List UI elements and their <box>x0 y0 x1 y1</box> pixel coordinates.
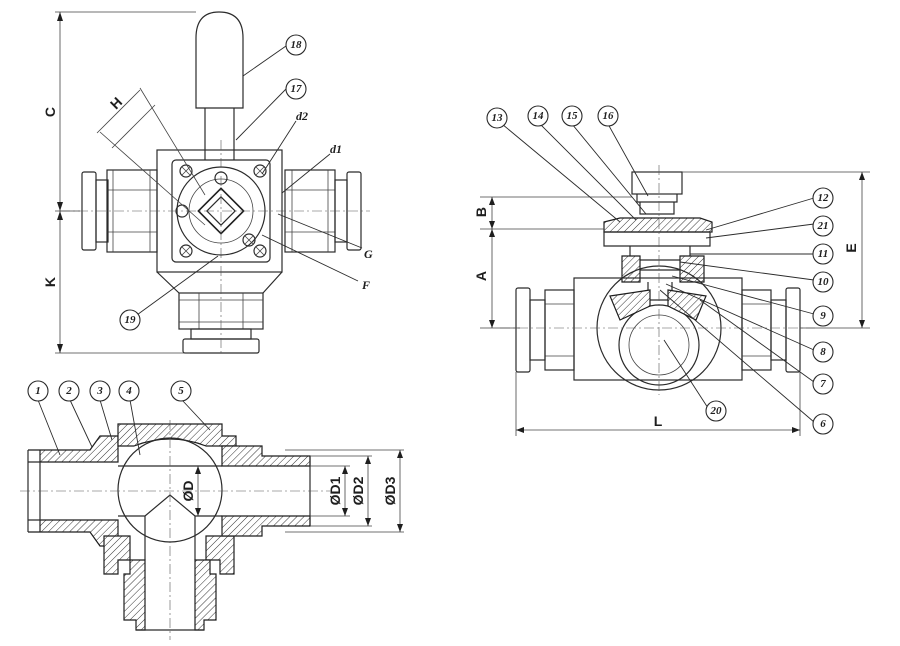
svg-text:18: 18 <box>291 39 303 51</box>
svg-text:21: 21 <box>817 220 829 232</box>
dim-D1-label: ØD1 <box>327 476 343 505</box>
callout-5: 5 <box>170 380 192 402</box>
svg-text:14: 14 <box>533 110 545 122</box>
svg-text:13: 13 <box>492 112 504 124</box>
ball <box>117 437 223 543</box>
dim-H-label: H <box>107 94 125 112</box>
callout-15: 15 <box>561 105 583 127</box>
dim-D-label: ØD <box>180 481 196 502</box>
seat-right <box>667 289 707 321</box>
body-top <box>117 423 237 447</box>
side-body <box>573 277 743 381</box>
left-wall-top <box>28 435 119 463</box>
callout-1: 1 <box>27 380 49 402</box>
label-d2: d2 <box>296 109 308 123</box>
callout-19: 19 <box>119 309 141 331</box>
label-G: G <box>364 247 373 261</box>
svg-text:6: 6 <box>820 418 826 430</box>
body-left-bottom <box>103 535 131 575</box>
callout-3: 3 <box>89 380 111 402</box>
callout-2: 2 <box>58 380 80 402</box>
callout-13: 13 <box>486 107 508 129</box>
top-view: C K H d2 d1 G F 18 17 19 <box>42 11 373 356</box>
seat-left <box>609 289 651 321</box>
callout-10: 10 <box>812 271 834 293</box>
svg-text:8: 8 <box>820 346 826 358</box>
stem-nut <box>636 194 678 215</box>
callout-9: 9 <box>812 305 834 327</box>
handle-grip <box>195 11 244 109</box>
side-right-clamp <box>785 287 801 373</box>
label-d1: d1 <box>330 142 342 156</box>
callout-11: 11 <box>812 243 834 265</box>
svg-text:1: 1 <box>35 385 41 397</box>
svg-text:7: 7 <box>820 378 826 390</box>
svg-text:19: 19 <box>125 314 137 326</box>
side-right-nut <box>741 289 772 371</box>
dim-E-label: E <box>843 243 859 252</box>
handle-plate <box>603 217 713 233</box>
side-left-nut <box>544 289 575 371</box>
svg-text:11: 11 <box>818 248 828 260</box>
callout-8: 8 <box>812 341 834 363</box>
callout-17: 17 <box>285 78 307 100</box>
bottom-wall-right <box>194 559 217 631</box>
dim-C-label: C <box>42 107 58 117</box>
stem-inner <box>206 196 236 226</box>
callout-14: 14 <box>527 105 549 127</box>
callout-12: 12 <box>812 187 834 209</box>
handle-top <box>631 171 683 195</box>
dim-B-label: B <box>473 207 489 217</box>
dim-D2-label: ØD2 <box>350 476 366 505</box>
dim-K-label: K <box>42 277 58 287</box>
right-nut <box>284 169 336 253</box>
svg-text:12: 12 <box>818 192 830 204</box>
svg-text:15: 15 <box>567 110 579 122</box>
bottom-wall-left <box>123 559 146 631</box>
dim-D3-label: ØD3 <box>382 476 398 505</box>
callout-20: 20 <box>705 400 727 422</box>
svg-text:5: 5 <box>178 385 184 397</box>
callout-7: 7 <box>812 373 834 395</box>
section-view: ØD ØD1 ØD2 ØD3 1 2 3 4 5 <box>20 380 404 640</box>
callout-18: 18 <box>285 34 307 56</box>
svg-text:10: 10 <box>818 276 830 288</box>
right-wall-bottom <box>221 515 311 537</box>
dim-A-label: A <box>473 271 489 281</box>
svg-text:9: 9 <box>820 310 826 322</box>
svg-text:20: 20 <box>710 405 723 417</box>
callout-4: 4 <box>118 380 140 402</box>
left-wall-bottom <box>28 519 119 547</box>
svg-text:3: 3 <box>96 385 103 397</box>
svg-text:17: 17 <box>291 83 303 95</box>
side-view: B A E L 13 14 15 16 12 21 11 10 9 8 7 6 … <box>473 105 870 436</box>
callout-21: 21 <box>812 215 834 237</box>
handle-stem <box>204 108 235 160</box>
dim-L-label: L <box>654 413 663 429</box>
stem-square <box>197 187 245 235</box>
right-wall-top <box>221 445 311 467</box>
svg-text:4: 4 <box>125 385 132 397</box>
svg-text:16: 16 <box>603 110 615 122</box>
callout-16: 16 <box>597 105 619 127</box>
callout-6: 6 <box>812 413 834 435</box>
side-left-clamp <box>515 287 531 373</box>
svg-text:2: 2 <box>65 385 72 397</box>
label-F: F <box>361 278 370 292</box>
stem-packing <box>603 231 711 261</box>
